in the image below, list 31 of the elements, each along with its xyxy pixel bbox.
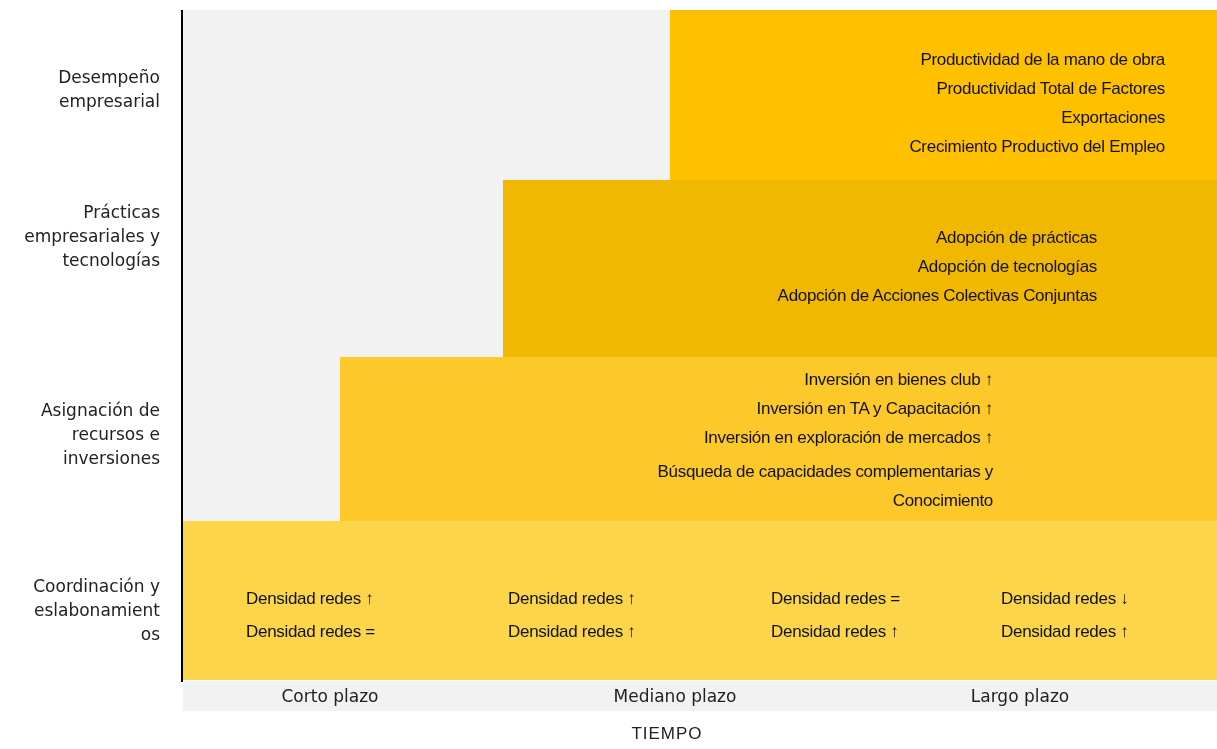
row-label: Coordinación y eslabonamientos	[32, 575, 160, 646]
band-text: Adopción de prácticas	[936, 228, 1097, 248]
row-label: Prácticas empresariales y tecnologías	[23, 201, 160, 272]
time-label: Largo plazo	[969, 686, 1071, 706]
stage-band	[183, 521, 1217, 680]
band-text: Densidad redes ↑	[508, 589, 636, 609]
time-label: Mediano plazo	[612, 686, 738, 706]
row-label: Desempeño empresarial	[57, 66, 160, 113]
band-text: Inversión en exploración de mercados ↑	[703, 428, 993, 448]
axis-title: TIEMPO	[630, 724, 704, 744]
band-text: Densidad redes ↑	[771, 622, 899, 642]
stage-band	[670, 10, 1217, 180]
band-text: Inversión en TA y Capacitación ↑	[756, 399, 993, 419]
band-text: Densidad redes ↑	[1001, 622, 1129, 642]
stage-band	[503, 180, 1217, 357]
band-text: Densidad redes ↓	[1001, 589, 1129, 609]
band-text: Densidad redes =	[246, 622, 375, 642]
band-text: Densidad redes ↑	[246, 589, 374, 609]
band-text: Crecimiento Productivo del Empleo	[909, 137, 1165, 157]
band-text: Inversión en bienes club ↑	[804, 370, 993, 390]
band-text: Productividad Total de Factores	[936, 79, 1165, 99]
stage-band	[340, 357, 1217, 521]
time-label: Corto plazo	[280, 686, 380, 706]
band-text: Densidad redes =	[771, 589, 900, 609]
band-text: Adopción de tecnologías	[917, 257, 1097, 277]
row-label: Asignación de recursos e inversiones	[39, 399, 160, 470]
band-text: Adopción de Acciones Colectivas Conjuntas	[777, 286, 1097, 306]
band-text: Exportaciones	[1061, 108, 1165, 128]
band-text: Búsqueda de capacidades complementarias y Conocimiento	[656, 461, 993, 512]
band-text: Densidad redes ↑	[508, 622, 636, 642]
band-text: Productividad de la mano de obra	[920, 50, 1165, 70]
